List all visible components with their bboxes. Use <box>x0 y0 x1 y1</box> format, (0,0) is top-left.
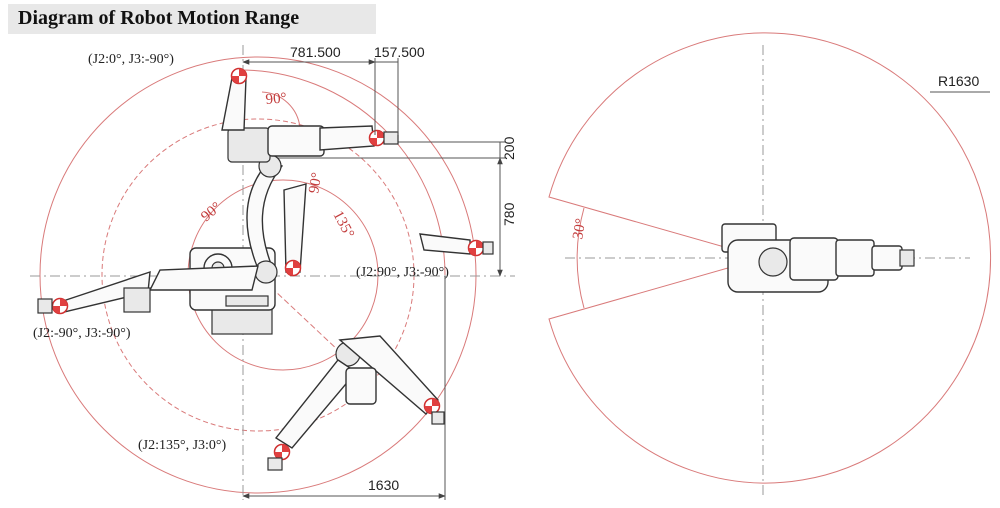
dim-bottom: 1630 <box>368 477 399 493</box>
angle-label-a1: 90° <box>265 90 287 108</box>
pose-j2-135-j3-0 <box>267 335 445 471</box>
outer-reach-circle <box>39 56 477 494</box>
upper-reach-arc <box>239 69 446 276</box>
angle-label-a4: 135° <box>329 208 357 241</box>
radius-label: R1630 <box>938 73 979 89</box>
pose-label-j2-135: (J2:135°, J3:0°) <box>138 438 227 453</box>
pose-label-j2-0: (J2:0°, J3:-90°) <box>88 52 174 67</box>
dim-top-b: 157.500 <box>374 44 425 60</box>
rotation-range-sector <box>548 32 992 484</box>
robot-top-silhouette <box>721 223 915 293</box>
dim-right-b: 780 <box>501 202 517 226</box>
j2-joint <box>254 260 278 284</box>
pose-j2-90-j3-m90 <box>283 183 494 277</box>
lower-arm-upright <box>246 159 284 279</box>
angle-arc-top <box>261 91 301 129</box>
inner-reach-circle <box>101 118 415 432</box>
top-view: R1630 30° <box>548 32 992 495</box>
pose-label-j2-m90: (J2:-90°, J3:-90°) <box>33 326 131 341</box>
diagram-title: Diagram of Robot Motion Range <box>18 7 300 29</box>
pose-label-j2-90: (J2:90°, J3:-90°) <box>356 265 449 280</box>
title-bar <box>8 4 376 34</box>
angle-label-a2: 90° <box>306 171 325 194</box>
pose-j2-0-j3-m90 <box>221 67 399 163</box>
side-view: 781.500 157.500 200 780 1630 90° 90° 90°… <box>30 44 517 500</box>
top-angle-label: 30° <box>570 217 589 240</box>
top-angle-arc <box>576 207 585 309</box>
pose-j2-m90-j3-m90 <box>37 265 259 315</box>
dim-top-a: 781.500 <box>290 44 341 60</box>
dim-right-a: 200 <box>501 136 517 160</box>
